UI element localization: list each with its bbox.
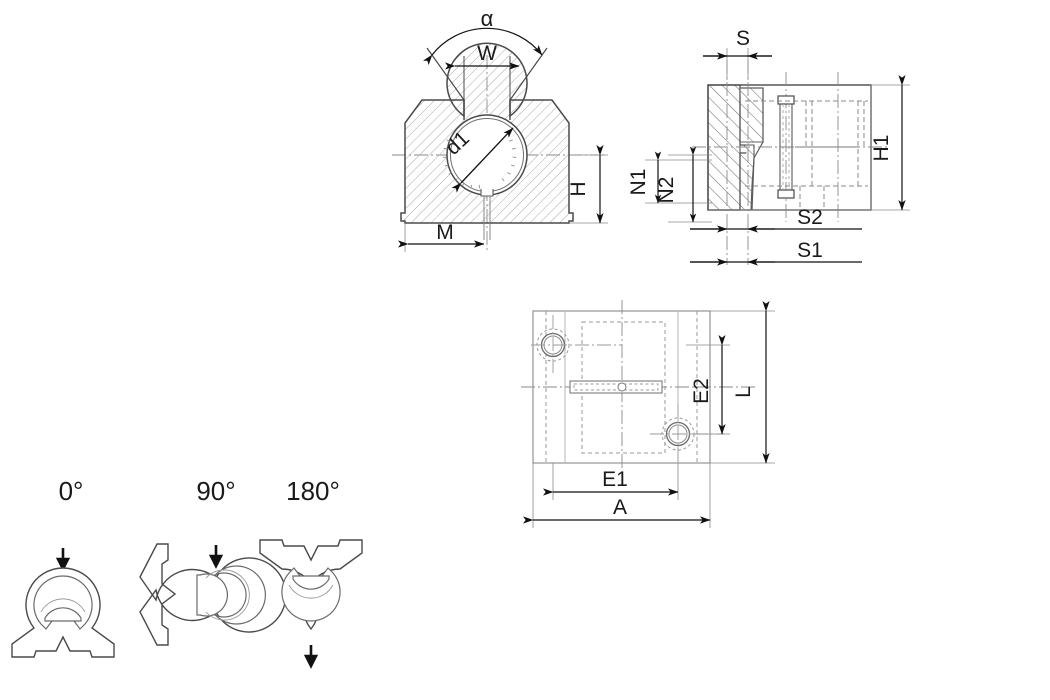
alpha-dimension-arc <box>422 27 543 66</box>
side-bolt-shaft <box>779 100 793 196</box>
dimension-label-s: S <box>736 27 750 50</box>
side-section-view: S H1 N1 N2 S2 S1 <box>627 27 910 266</box>
mounting-orientation-variants: 0° 90° 180° <box>11 476 363 668</box>
orientation-bore-0 <box>44 607 82 622</box>
side-lower-hatch <box>739 144 755 211</box>
side-bolt-end <box>777 189 795 199</box>
dimension-label-m: M <box>436 221 454 244</box>
orientation-innerline-90 <box>205 569 250 621</box>
front-section-view: α W d1 H M <box>392 6 608 252</box>
orientation-label-0: 0° <box>59 476 84 506</box>
dimension-label-a: A <box>613 496 627 519</box>
dimension-label-l: L <box>732 386 755 398</box>
orientation-variant-0[interactable]: 0° <box>11 476 115 658</box>
d1-dimension-line <box>451 127 514 193</box>
orientation-variant-180[interactable]: 180° <box>259 476 363 668</box>
orientation-bore-90 <box>196 573 228 617</box>
dimension-label-h: H <box>567 181 590 196</box>
plan-top-view: E2 L E1 A <box>521 300 775 528</box>
dimension-label-n1: N1 <box>627 169 650 196</box>
front-bore-keyway <box>480 189 494 197</box>
side-boss-hatch <box>739 87 764 143</box>
dimension-label-e2: E2 <box>690 378 713 404</box>
plan-central-slot <box>569 380 663 394</box>
side-bolt-head <box>777 95 795 105</box>
orientation-innerline-180 <box>288 584 334 599</box>
dimension-label-s1: S1 <box>797 239 823 262</box>
dimension-label-n2: N2 <box>655 177 678 204</box>
plan-hidden-rect <box>545 311 698 463</box>
dimension-label-e1: E1 <box>602 468 628 491</box>
orientation-bore-180 <box>292 575 330 590</box>
orientation-innerline-0 <box>40 598 86 613</box>
side-hidden-lines <box>745 100 868 210</box>
dimension-label-alpha: α <box>481 6 494 31</box>
dimension-label-s2: S2 <box>797 206 823 229</box>
orientation-label-180: 180° <box>286 476 340 506</box>
dimension-label-h1: H1 <box>870 135 893 162</box>
side-visible-inner-edges <box>708 85 872 211</box>
plan-hole-upper-left <box>531 315 622 375</box>
orientation-variant-90[interactable]: 90° <box>139 476 287 646</box>
dimension-label-w: W <box>477 42 497 65</box>
orientation-label-90: 90° <box>196 476 235 506</box>
